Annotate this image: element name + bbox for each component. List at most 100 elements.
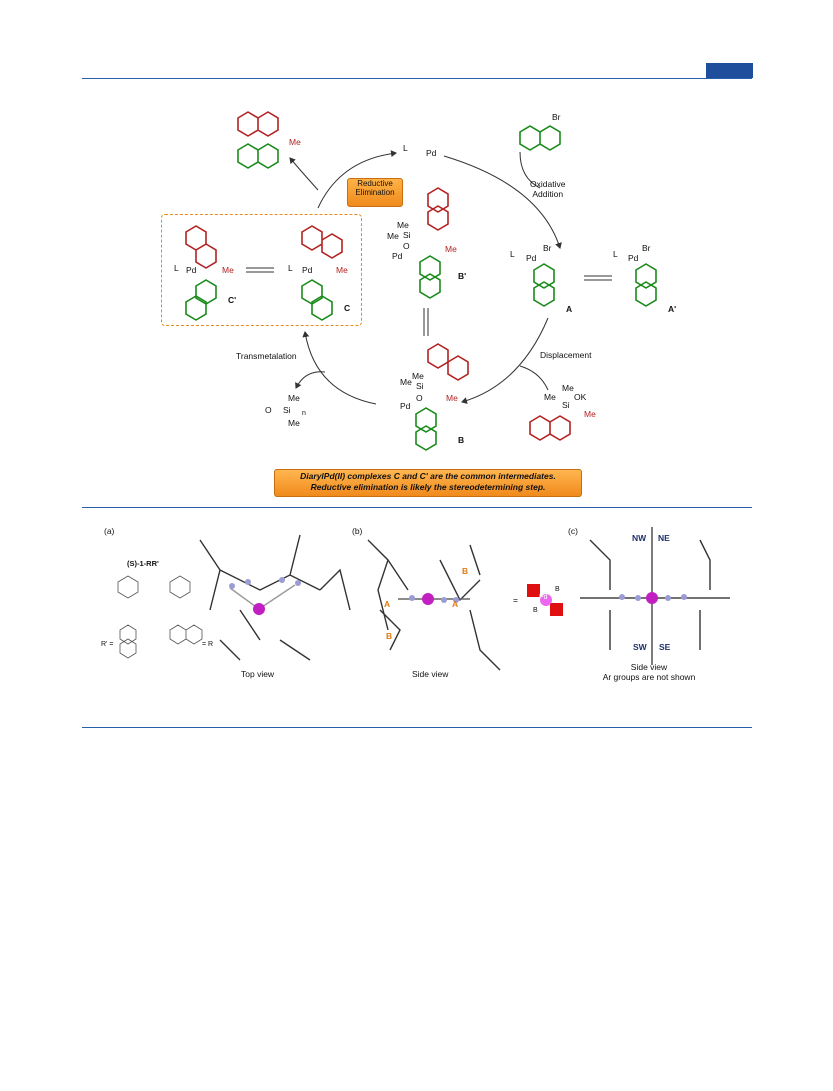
intermediate-c-aryls	[301, 225, 343, 321]
b-o: O	[416, 393, 423, 403]
aprime-pd: Pd	[628, 253, 639, 263]
bprime-pd: Pd	[392, 251, 403, 261]
pd0-l: L	[403, 143, 408, 153]
side-view-c-line1: Side view	[630, 662, 668, 672]
cycle-arc-left-bottom	[302, 331, 377, 405]
quadrant-diagram	[527, 584, 563, 616]
silanolate-me1: Me	[562, 383, 574, 393]
quadrant-nw: NW	[632, 533, 647, 543]
bprime-me2: Me	[387, 231, 399, 241]
aprime-l: L	[613, 249, 618, 259]
cprime-l: L	[174, 263, 179, 273]
panel-c-label: (c)	[568, 526, 578, 536]
cycle-arc-top	[317, 150, 397, 209]
b-me2: Me	[400, 377, 412, 387]
siloxane-o: O	[265, 405, 272, 415]
b-si: Si	[416, 381, 424, 391]
label-cprime: C'	[228, 295, 237, 305]
bprime-me: Me	[397, 220, 409, 230]
c-me: Me	[336, 265, 348, 275]
product-me: Me	[289, 137, 301, 147]
intermediate-bprime-aryls	[419, 187, 449, 299]
cycle-arc-right-bottom	[461, 317, 549, 404]
label-a: A	[566, 304, 573, 314]
ring-b-left: B	[386, 631, 393, 641]
bottom-rule	[82, 727, 752, 728]
silanolate-me-red: Me	[584, 409, 596, 419]
siloxane-n: n	[302, 410, 306, 417]
silanolate-ok: OK	[574, 392, 587, 402]
mid-rule	[82, 507, 752, 508]
ring-a-left: A	[384, 599, 391, 609]
side-view-c-caption: Side view Ar groups are not shown	[590, 662, 708, 683]
arrow-to-product	[289, 157, 319, 191]
cprime-me: Me	[222, 265, 234, 275]
arrow-bromide-in	[519, 151, 541, 189]
b-pd: Pd	[400, 401, 411, 411]
quad-b-bottom: B	[533, 607, 538, 614]
b-me-red: Me	[446, 393, 458, 403]
silanolate-si: Si	[562, 400, 570, 410]
silanolate-me2: Me	[544, 392, 556, 402]
pd0-pd: Pd	[426, 148, 437, 158]
c-l: L	[288, 263, 293, 273]
side-view-c-line2: Ar groups are not shown	[602, 671, 696, 682]
c-pd: Pd	[302, 265, 313, 275]
arrow-silanolate-in	[519, 365, 549, 391]
bprime-si: Si	[403, 230, 411, 240]
arrow-siloxane-out	[295, 371, 326, 389]
label-bprime: B'	[458, 271, 467, 281]
a-l: L	[510, 249, 515, 259]
quadrant-sw: SW	[633, 642, 647, 652]
ligand-drawing	[117, 575, 203, 659]
a-pd: Pd	[526, 253, 537, 263]
naphthyl-bromide	[519, 125, 561, 151]
siloxane-si: Si	[283, 405, 291, 415]
banner-line1: DiarylPd(II) complexes C and C' are the …	[300, 471, 556, 481]
siloxane-me1: Me	[288, 393, 300, 403]
c-cprime-dashed-box	[161, 214, 362, 326]
label-aprime: A'	[668, 304, 677, 314]
side-view-caption: Side view	[412, 669, 449, 679]
cprime-pd: Pd	[186, 265, 197, 275]
displacement-label: Displacement	[540, 350, 592, 360]
ring-a-right: A	[452, 599, 459, 609]
transmetalation-label: Transmetalation	[236, 351, 297, 361]
bprime-me-red: Me	[445, 244, 457, 254]
header-rule	[82, 78, 752, 79]
oxidative-addition-label: Oxidative Addition	[530, 179, 566, 200]
bromide-br: Br	[552, 112, 561, 122]
structure-side-view-c	[580, 527, 730, 665]
intermediate-a-aryl	[533, 263, 555, 307]
equilibrium-c-cprime	[246, 267, 274, 273]
panel-b-label: (b)	[352, 526, 363, 536]
silanolate-aryl	[529, 415, 571, 441]
label-b: B	[458, 435, 465, 445]
equilibrium-a-aprime	[584, 275, 612, 281]
reductive-elimination-box: Reductive Elimination	[347, 178, 403, 207]
label-c: C	[344, 303, 351, 313]
siloxane-me2: Me	[288, 418, 300, 428]
panel-a-label: (a)	[104, 526, 115, 536]
re-line1: Reductive	[357, 179, 393, 188]
re-line2: Elimination	[355, 187, 395, 197]
header-tab	[706, 63, 753, 78]
quadrant-se: SE	[659, 642, 671, 652]
oa-line1: Oxidative	[530, 179, 566, 189]
equilibrium-b-bprime	[423, 308, 429, 336]
equals-sign: =	[513, 595, 518, 605]
cycle-arc-right-top	[443, 155, 562, 249]
r-eq: = R	[202, 641, 214, 648]
structure-side-view	[367, 539, 501, 671]
intermediate-aprime-aryl	[635, 263, 657, 307]
quadrant-ne: NE	[658, 533, 670, 543]
pd-small: Pd	[539, 594, 548, 601]
a-br: Br	[543, 243, 552, 253]
complex-label: (S)-1-RR'	[127, 559, 159, 568]
oa-line2: Addition	[532, 188, 564, 199]
conclusion-banner: DiarylPd(II) complexes C and C' are the …	[274, 469, 582, 497]
aprime-br: Br	[642, 243, 651, 253]
bprime-o: O	[403, 241, 410, 251]
quad-b-top: B	[555, 586, 560, 593]
